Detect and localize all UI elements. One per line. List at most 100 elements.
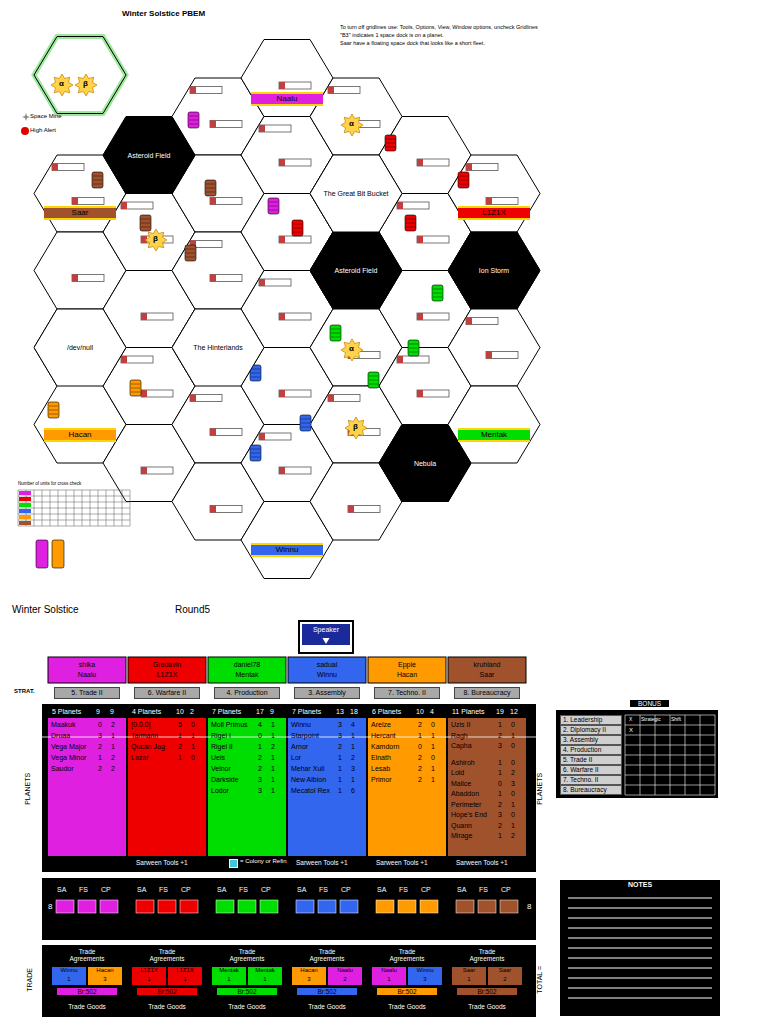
node-text: Hacan: [48, 430, 112, 440]
bonus-grid: [625, 715, 626, 795]
count-table: [90, 490, 91, 526]
band-node: Saar: [44, 206, 116, 220]
label: 1: [351, 743, 355, 751]
planets-column: [208, 718, 286, 856]
wormhole-symbol: [345, 417, 367, 439]
player-band: [368, 657, 446, 683]
label: 1: [191, 732, 195, 740]
unit-token: [330, 325, 341, 341]
node-text: 7. Techno. II: [375, 688, 439, 698]
planet-card: [417, 236, 449, 243]
planet-card: [328, 87, 334, 94]
label: Trade Goods: [222, 1003, 272, 1010]
bonus-grid: [670, 715, 671, 795]
unit-token: [433, 289, 442, 290]
node-text: Winnu: [255, 545, 319, 555]
hex-node: The Great Bit Bucket: [310, 155, 402, 232]
planet-card: [397, 356, 429, 363]
label: FS: [159, 886, 168, 894]
label: 1: [111, 743, 115, 751]
legend-text: Space Mine: [30, 113, 62, 120]
strat-node: 4. Production: [214, 687, 280, 699]
label: Strategic: [641, 717, 661, 723]
vertical-label: TRADE: [26, 968, 34, 992]
label: Trade Agreements: [302, 948, 352, 962]
planet-card: [259, 125, 265, 132]
hex-outline: [310, 232, 402, 309]
planets-column: [128, 718, 206, 856]
label: Druaa: [51, 732, 70, 740]
unit-token: [130, 380, 141, 396]
label: SA: [457, 886, 466, 894]
label: 0: [431, 754, 435, 762]
label: Lor: [291, 754, 301, 762]
label: Maakuk: [51, 721, 76, 729]
node-text: 4. Production: [563, 746, 621, 754]
count-table: [19, 503, 31, 507]
node-text: sadual: [288, 660, 366, 670]
label: 0: [258, 732, 262, 740]
label: 2: [418, 776, 422, 784]
label: Kamdorn: [371, 743, 399, 751]
system-hex: [448, 155, 540, 232]
speaker-arrow: [300, 622, 352, 652]
label: Mentak: [212, 967, 246, 976]
label: Hacan: [292, 967, 326, 976]
planet-card: [466, 164, 498, 171]
unit-token: [93, 184, 102, 185]
count-table: [106, 490, 107, 526]
planet-card: [397, 202, 403, 209]
label: Br:502: [297, 988, 357, 995]
label: Naalu: [372, 967, 406, 976]
node-text: Mentak: [462, 430, 526, 440]
node-text: Hacan: [368, 670, 446, 680]
unit-token: [331, 333, 340, 334]
label: Tarmann: [131, 732, 158, 740]
planet-card: [141, 390, 173, 397]
label: 4: [430, 708, 434, 716]
unit-token: [49, 406, 58, 407]
strat-node: 7. Techno. II: [374, 687, 440, 699]
label: Br:502: [377, 988, 437, 995]
label: Lold: [451, 769, 464, 777]
counter-box: [100, 900, 118, 913]
strat-node: 6. Warfare II: [134, 687, 200, 699]
planet-card: [210, 198, 242, 205]
wormhole-symbol: [75, 74, 97, 96]
planet-card: [259, 125, 291, 132]
bonus-node: 5. Trade II: [560, 755, 622, 765]
vertical-label: PLANETS: [536, 773, 544, 805]
unit-token: [409, 352, 418, 353]
label: 2: [511, 832, 515, 840]
label: 19: [496, 708, 504, 716]
count-table: [130, 490, 131, 526]
planets-column: [48, 718, 126, 856]
label: Naalu: [328, 967, 362, 976]
unit-token: [93, 176, 102, 177]
unit-token: [186, 257, 195, 258]
label: Quann: [451, 822, 472, 830]
unit-token: [385, 135, 396, 151]
planet-card: [417, 313, 423, 320]
label: 3: [258, 776, 262, 784]
unit-token: [406, 227, 415, 228]
planet-card: [348, 506, 354, 513]
node-text: NOTES: [560, 881, 720, 888]
label: 8: [48, 903, 52, 912]
unit-token: [205, 180, 216, 196]
label: Saudor: [51, 765, 74, 773]
count-table: [19, 521, 31, 525]
label: 1: [168, 976, 202, 985]
label: 1: [511, 822, 515, 830]
player-node: kruhlandSaar: [448, 657, 526, 683]
unit-token: [386, 143, 395, 144]
counter-box: [318, 900, 336, 913]
planet-card: [190, 87, 222, 94]
label: 2: [178, 743, 182, 751]
player-node: sadualWinnu: [288, 657, 366, 683]
label: 2: [98, 743, 102, 751]
label: 0: [511, 721, 515, 729]
planet-card: [210, 121, 216, 128]
label: Malice: [451, 780, 471, 788]
label: Hope's End: [451, 811, 487, 819]
